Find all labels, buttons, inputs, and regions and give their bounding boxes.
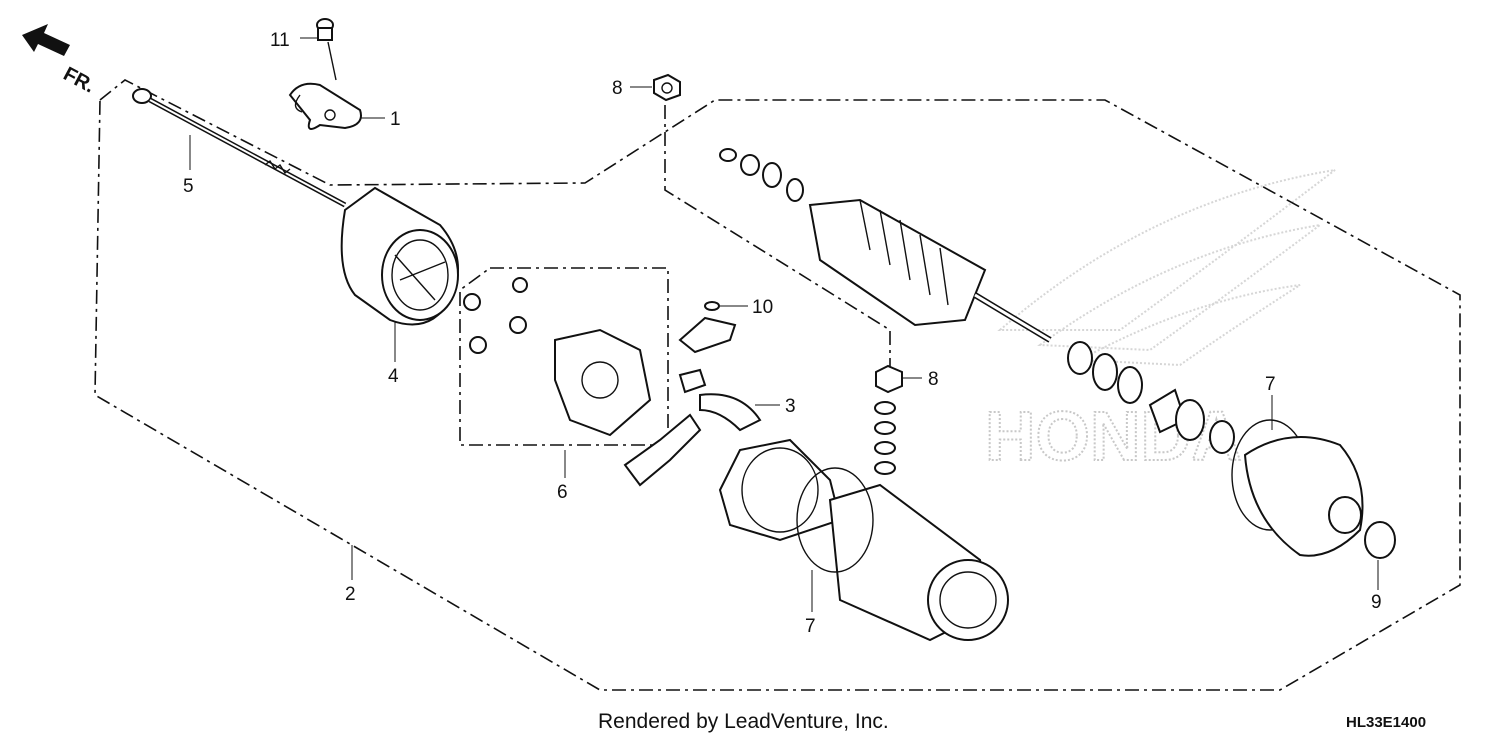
brush-holder-group-box xyxy=(459,267,669,446)
callout-9: 9 xyxy=(1371,592,1382,613)
armature xyxy=(719,148,1052,343)
callouts: 11 1 5 4 2 6 3 10 7 7 9 8 8 xyxy=(183,30,1382,637)
leader-lines xyxy=(189,37,1379,612)
callout-3: 3 xyxy=(785,396,796,417)
callout-1: 1 xyxy=(390,109,401,130)
callout-5: 5 xyxy=(183,176,194,197)
brush-terminal-part-3 xyxy=(623,368,762,487)
rear-washers xyxy=(1067,341,1235,454)
callout-4: 4 xyxy=(388,366,399,387)
callout-8-stack: 8 xyxy=(928,369,939,390)
callout-2: 2 xyxy=(345,584,356,605)
washer-part-10 xyxy=(678,301,737,354)
front-cover-part-4 xyxy=(340,186,459,326)
nut-part-8-stack xyxy=(874,364,903,475)
terminal-bracket-part-1 xyxy=(288,82,362,130)
watermark-text: HONDA xyxy=(985,397,1242,475)
assembly-boundary xyxy=(94,79,1461,691)
callout-7-rear: 7 xyxy=(1265,374,1276,395)
diagram-code: HL33E1400 xyxy=(1346,714,1427,731)
nut-part-8-top xyxy=(653,73,681,102)
footer-credit: Rendered by LeadVenture, Inc. xyxy=(598,710,889,733)
brush-holder-part-6 xyxy=(463,277,652,437)
callout-10: 10 xyxy=(752,297,773,318)
yoke-housing xyxy=(718,438,1009,642)
front-direction-arrow-icon: FR. xyxy=(22,24,98,98)
bolt-part-11 xyxy=(316,18,337,81)
callout-6: 6 xyxy=(557,482,568,503)
callout-7-yoke: 7 xyxy=(805,616,816,637)
callout-8-top: 8 xyxy=(612,78,623,99)
direction-label: FR. xyxy=(60,63,99,98)
rear-cover xyxy=(1231,419,1396,559)
callout-11: 11 xyxy=(270,30,290,51)
through-bolt-part-5 xyxy=(132,88,347,208)
